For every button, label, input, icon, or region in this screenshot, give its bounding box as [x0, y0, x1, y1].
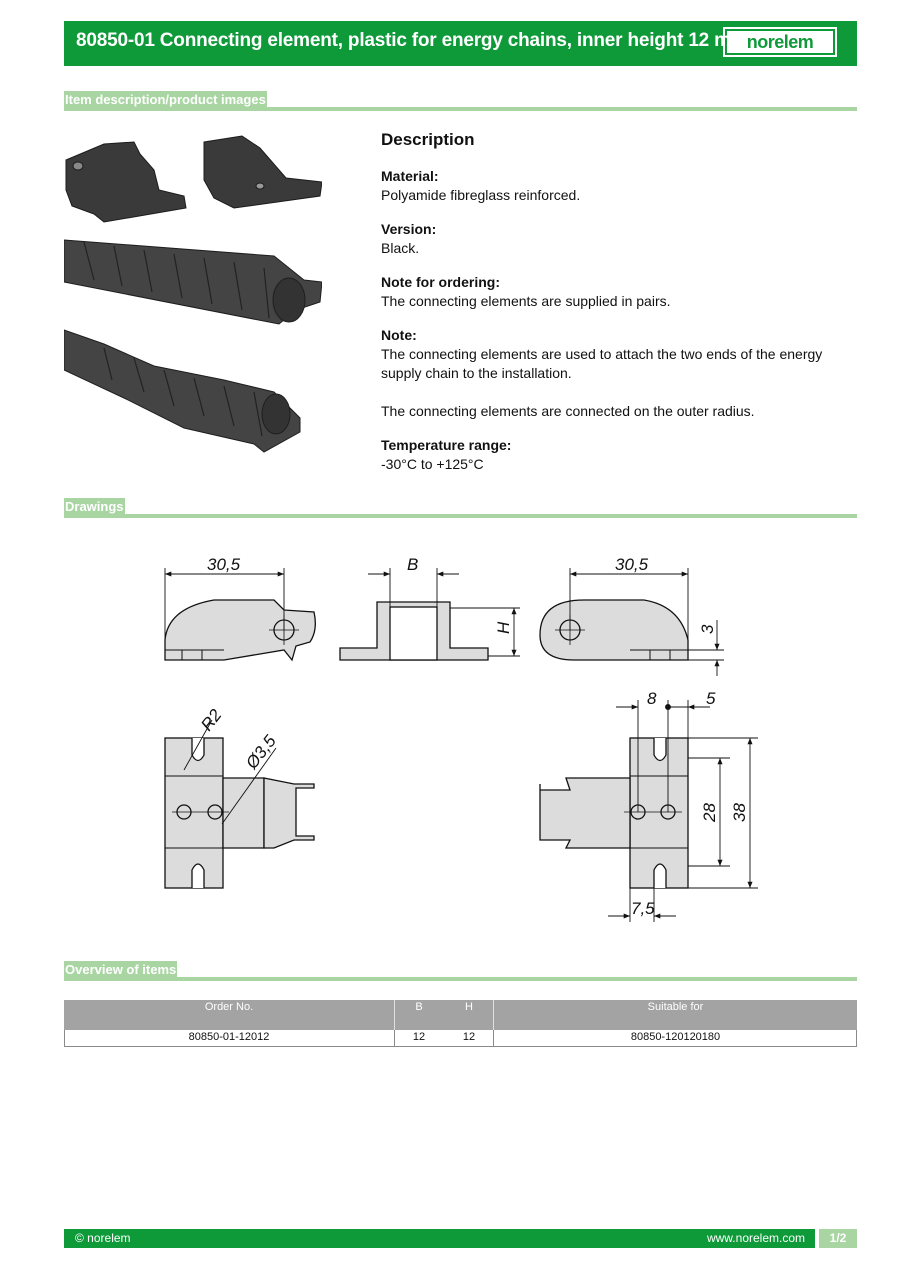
note-label: Note: [381, 327, 417, 343]
section-rule [64, 107, 857, 111]
description-panel: Description Material: Polyamide fibregla… [381, 130, 861, 489]
section-item-description: Item description/product images [64, 91, 857, 111]
cell-h: 12 [462, 1031, 476, 1043]
cell-suitable-for: 80850-120120180 [630, 1031, 721, 1043]
norelem-logo: norelem [723, 27, 837, 57]
version-block: Version: Black. [381, 220, 861, 258]
dim-label-8: 8 [647, 689, 657, 708]
temperature-label: Temperature range: [381, 437, 512, 453]
section-rule [64, 514, 857, 518]
items-table: Order No. B H Suitable for 80850-01-1201… [64, 1000, 857, 1047]
ordering-block: Note for ordering: The connecting elemen… [381, 273, 861, 311]
dim-label-dia-3-5: Ø3,5 [242, 731, 281, 773]
page-header: 80850-01 Connecting element, plastic for… [64, 21, 857, 66]
footer-website-link[interactable]: www.norelem.com [706, 1231, 805, 1245]
temperature-block: Temperature range: -30°C to +125°C [381, 436, 861, 474]
page-title: 80850-01 Connecting element, plastic for… [76, 30, 748, 51]
logo-text: norelem [727, 31, 833, 53]
header-order-no: Order No. [204, 1001, 254, 1013]
drawings-svg: 30,5 B H 30,5 3 R2 Ø3,5 8 5 28 38 7,5 [164, 555, 758, 922]
side-view-left [164, 599, 316, 662]
material-block: Material: Polyamide fibreglass reinforce… [381, 167, 861, 205]
ordering-value: The connecting elements are supplied in … [381, 293, 671, 309]
dim-label-3: 3 [698, 624, 717, 634]
dim-label-7-5: 7,5 [631, 899, 655, 918]
product-photo-illustration [63, 130, 323, 458]
note-value-1: The connecting elements are used to atta… [381, 346, 823, 381]
section-rule [64, 977, 857, 981]
ordering-label: Note for ordering: [381, 274, 500, 290]
section-drawings: Drawings [64, 498, 857, 518]
page-number: 1/2 [819, 1229, 857, 1248]
dim-label-b: B [407, 555, 418, 574]
dim-label-30-5-left: 30,5 [207, 555, 241, 574]
cell-order-no: 80850-01-12012 [188, 1031, 270, 1043]
note-block: Note: The connecting elements are used t… [381, 326, 861, 421]
note-value-2: The connecting elements are connected on… [381, 403, 755, 419]
version-value: Black. [381, 240, 420, 256]
footer-copyright: © norelem [75, 1231, 131, 1245]
dim-label-30-5-right: 30,5 [615, 555, 649, 574]
dim-label-h: H [494, 621, 513, 634]
table-header: Order No. B H Suitable for [64, 1000, 857, 1030]
side-view-right [539, 599, 689, 661]
technical-drawings: 30,5 B H 30,5 3 R2 Ø3,5 8 5 28 38 7,5 [64, 530, 857, 950]
material-value: Polyamide fibreglass reinforced. [381, 187, 581, 203]
dim-label-r2: R2 [197, 705, 226, 734]
page-footer: © norelem www.norelem.com 1/2 [64, 1229, 857, 1248]
temperature-value: -30°C to +125°C [381, 456, 484, 472]
section-overview: Overview of items [64, 961, 857, 981]
material-label: Material: [381, 168, 439, 184]
version-label: Version: [381, 221, 437, 237]
section-label-overview: Overview of items [64, 961, 178, 979]
section-label-item-description: Item description/product images [64, 91, 267, 109]
header-suitable-for: Suitable for [647, 1001, 704, 1013]
header-h: H [465, 1001, 473, 1013]
product-image [63, 130, 323, 458]
cell-b: 12 [412, 1031, 426, 1043]
dim-label-5: 5 [706, 689, 716, 708]
header-b: B [415, 1001, 423, 1013]
dim-label-28: 28 [700, 803, 719, 823]
table-row: 80850-01-12012 12 12 80850-120120180 [64, 1030, 857, 1047]
dim-label-38: 38 [730, 803, 749, 822]
description-heading: Description [381, 130, 475, 149]
section-label-drawings: Drawings [64, 498, 125, 516]
